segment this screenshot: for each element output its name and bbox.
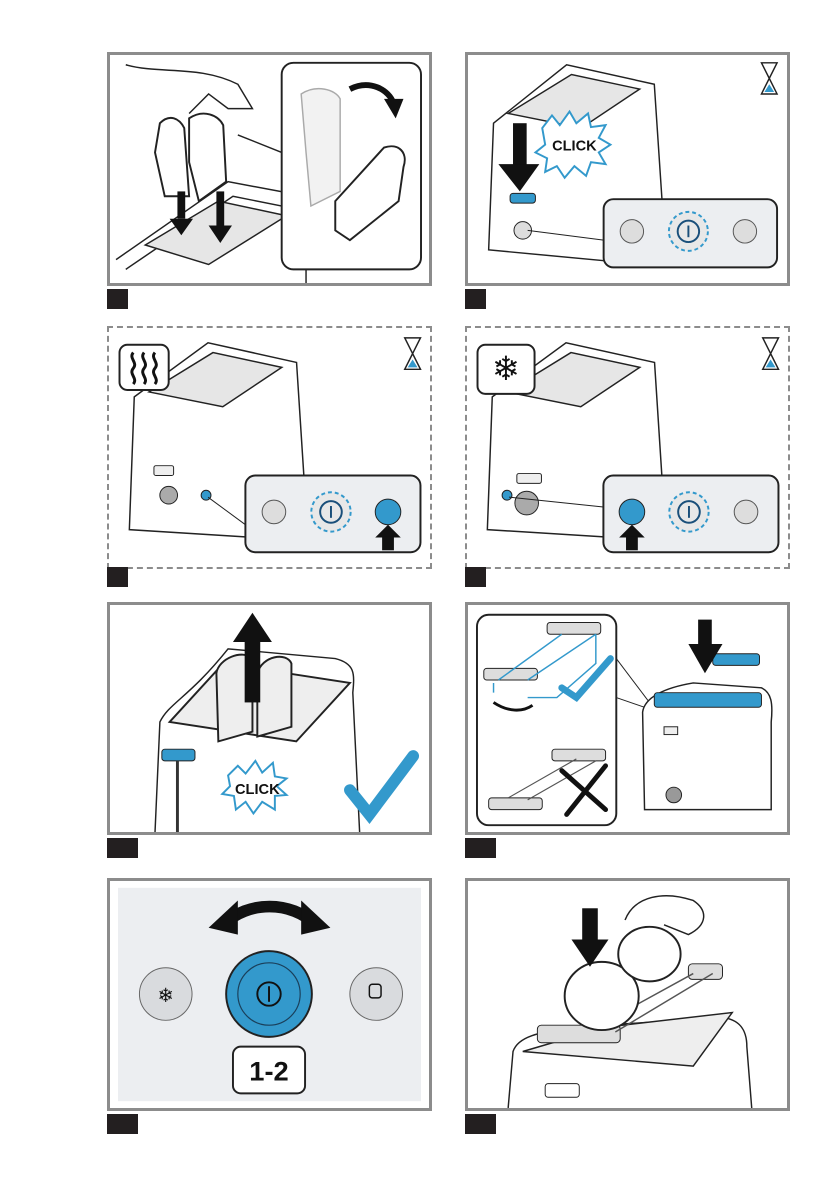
step-8-label bbox=[465, 1114, 496, 1134]
hourglass-icon bbox=[761, 63, 777, 94]
rack-back bbox=[688, 964, 722, 980]
bun-rack-illustration bbox=[468, 605, 787, 832]
bread-roll bbox=[618, 927, 680, 982]
snowflake-icon: ❄ bbox=[158, 984, 174, 1007]
defrost-button-active-icon bbox=[619, 499, 645, 525]
checkmark-icon bbox=[350, 756, 413, 814]
step-4-label bbox=[465, 567, 486, 587]
svg-text:❄: ❄ bbox=[492, 349, 520, 388]
defrost-illustration: ❄ bbox=[467, 328, 788, 567]
step-2-panel: CLICK bbox=[465, 52, 790, 286]
warm-rolls-illustration bbox=[468, 881, 787, 1108]
click-badge-text: CLICK bbox=[552, 138, 597, 154]
step-1-panel bbox=[107, 52, 432, 286]
reheat-button[interactable] bbox=[350, 968, 403, 1021]
reheat-illustration bbox=[109, 328, 430, 567]
step-3-label bbox=[107, 567, 128, 587]
reheat-button-active-icon bbox=[375, 499, 401, 525]
step-5-panel: CLICK bbox=[107, 602, 432, 835]
step-6-panel bbox=[465, 602, 790, 835]
insert-bread-illustration bbox=[110, 55, 429, 283]
hourglass-icon bbox=[405, 338, 421, 369]
step-7-panel: ❄ 1-2 bbox=[107, 878, 432, 1111]
hourglass-icon bbox=[763, 338, 779, 369]
step-4-panel: ❄ bbox=[465, 326, 790, 569]
step-2-label bbox=[465, 289, 486, 309]
browning-setting-value: 1-2 bbox=[249, 1056, 288, 1087]
step-6-label bbox=[465, 838, 496, 858]
toast-pop-up-illustration: CLICK bbox=[110, 605, 429, 832]
browning-dial-illustration: ❄ 1-2 bbox=[110, 881, 429, 1108]
reheat-button-icon bbox=[734, 500, 758, 524]
step-8-panel bbox=[465, 878, 790, 1111]
rack-blue-front bbox=[654, 693, 761, 708]
step-5-label bbox=[107, 838, 138, 858]
reheat-button-icon bbox=[733, 220, 756, 243]
step-3-panel bbox=[107, 326, 432, 569]
rack-blue-back bbox=[713, 654, 760, 666]
defrost-button-icon bbox=[620, 220, 643, 243]
click-badge-text: CLICK bbox=[235, 782, 280, 798]
defrost-button-icon bbox=[262, 500, 286, 524]
press-lever-illustration: CLICK bbox=[468, 55, 787, 283]
heat-waves-icon bbox=[120, 345, 169, 390]
snowflake-icon: ❄ bbox=[478, 345, 535, 394]
step-1-label bbox=[107, 289, 128, 309]
step-7-label bbox=[107, 1114, 138, 1134]
